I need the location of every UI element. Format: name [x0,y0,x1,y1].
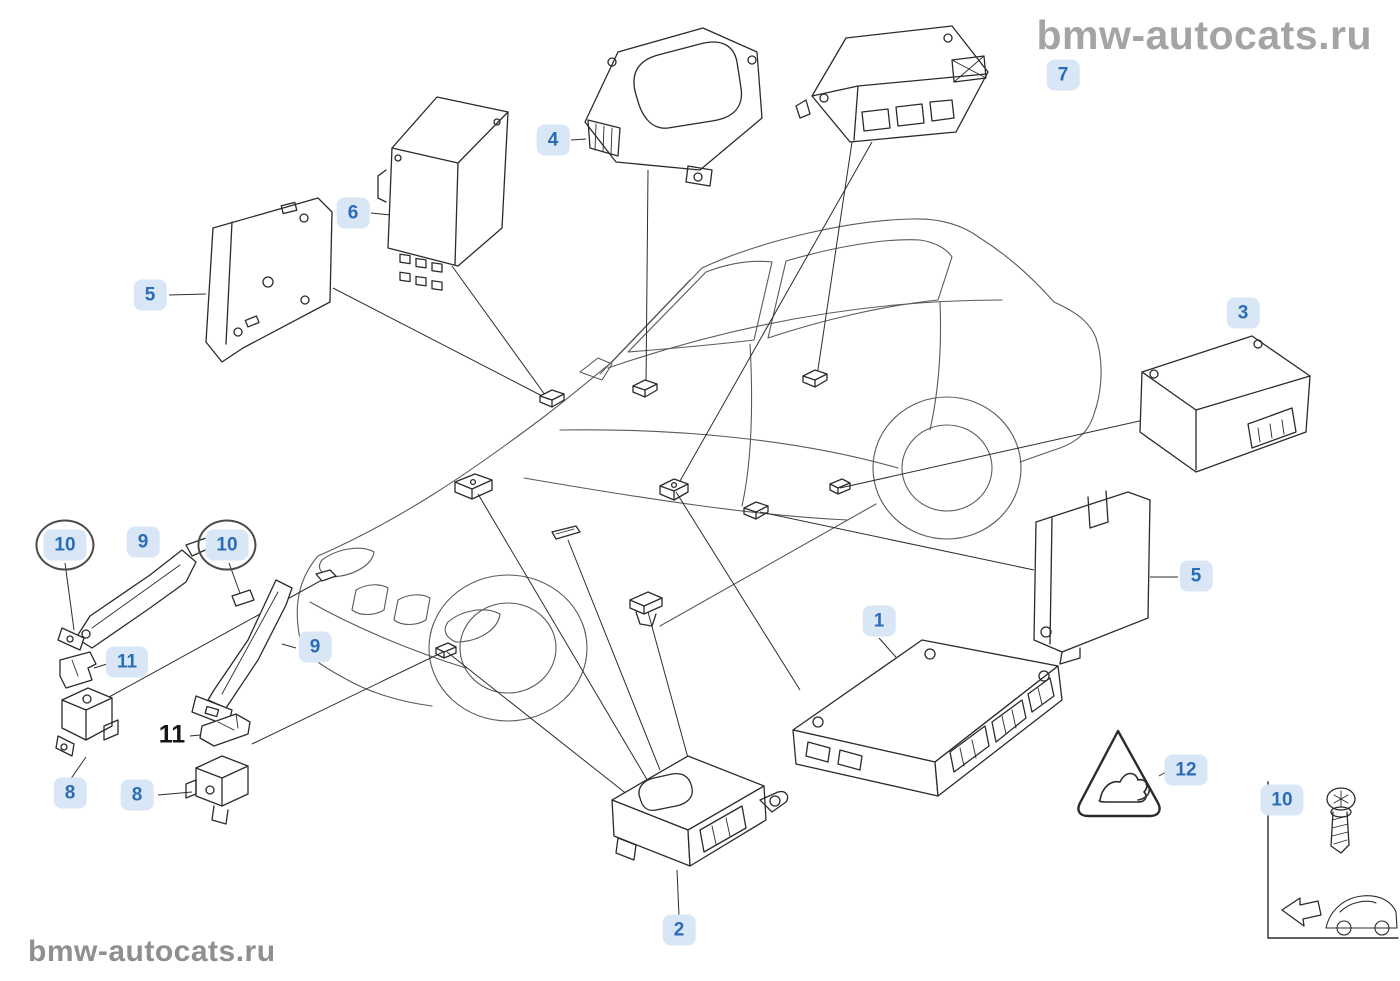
part-7-control-module [795,25,989,143]
callout-10-circle-right[interactable]: 10 [197,519,257,571]
sensor-seat [629,591,663,627]
callout-10-left[interactable]: 10 [43,529,87,561]
callout-2[interactable]: 2 [662,914,696,946]
sensor-door-left [454,473,493,500]
leader-lines [64,138,1178,917]
callout-9-right[interactable]: 9 [298,631,332,663]
part-6-control-module [377,96,509,291]
part-5-bracket-left [205,197,333,363]
sensor-door-right [829,478,851,495]
part-4-sensor-module [584,27,763,187]
callout-12[interactable]: 12 [1164,754,1208,786]
part-12-warning-triangle [1077,729,1161,818]
direction-arrow-icon [1281,897,1322,927]
callout-10-fastener[interactable]: 10 [1260,784,1304,816]
torx-screw-icon [1326,787,1356,854]
part-10-fastener-cell [1267,781,1399,939]
callout-1[interactable]: 1 [862,605,896,637]
sensor-headlamp-area [315,569,337,582]
sensor-b-pillar [743,501,769,520]
part-3-control-module [1139,335,1311,473]
sensor-center-console [659,478,689,501]
callout-8-left[interactable]: 8 [53,777,87,809]
callout-6[interactable]: 6 [336,197,370,229]
part-9-bracket-right [191,579,293,727]
callout-5-left[interactable]: 5 [133,279,167,311]
part-2-control-module [611,755,789,867]
part-8-sensor-left [55,687,119,757]
sensor-windshield-base [539,389,565,408]
part-1-airbag-ecu [792,639,1063,797]
car-outline [296,218,1102,722]
callout-5-right[interactable]: 5 [1179,560,1213,592]
callout-9-left[interactable]: 9 [126,526,160,558]
callout-10-circle-left[interactable]: 10 [35,519,95,571]
part-11-clip-right [199,713,251,747]
callout-10-right[interactable]: 10 [205,529,249,561]
watermark-top-right: bmw-autocats.ru [1036,12,1372,58]
callout-3[interactable]: 3 [1226,297,1260,329]
callout-8-right[interactable]: 8 [120,779,154,811]
car-thumbnail-icon [1325,895,1398,936]
sensor-front-left [435,642,457,659]
callout-7[interactable]: 7 [1046,59,1080,91]
watermark-bottom-left: bmw-autocats.ru [28,935,276,968]
callout-4[interactable]: 4 [536,124,570,156]
callout-11-plain: 11 [158,720,186,749]
sensor-cowl [632,379,658,398]
part-5-bracket-right [1033,490,1151,665]
part-8-sensor-right [185,755,249,825]
animal-symbol-icon [1098,772,1151,803]
callout-11-badge[interactable]: 11 [105,646,149,678]
sensor-roof-rear [802,369,828,388]
part-11-clip-left [59,651,97,689]
sensor-sill [551,525,581,540]
